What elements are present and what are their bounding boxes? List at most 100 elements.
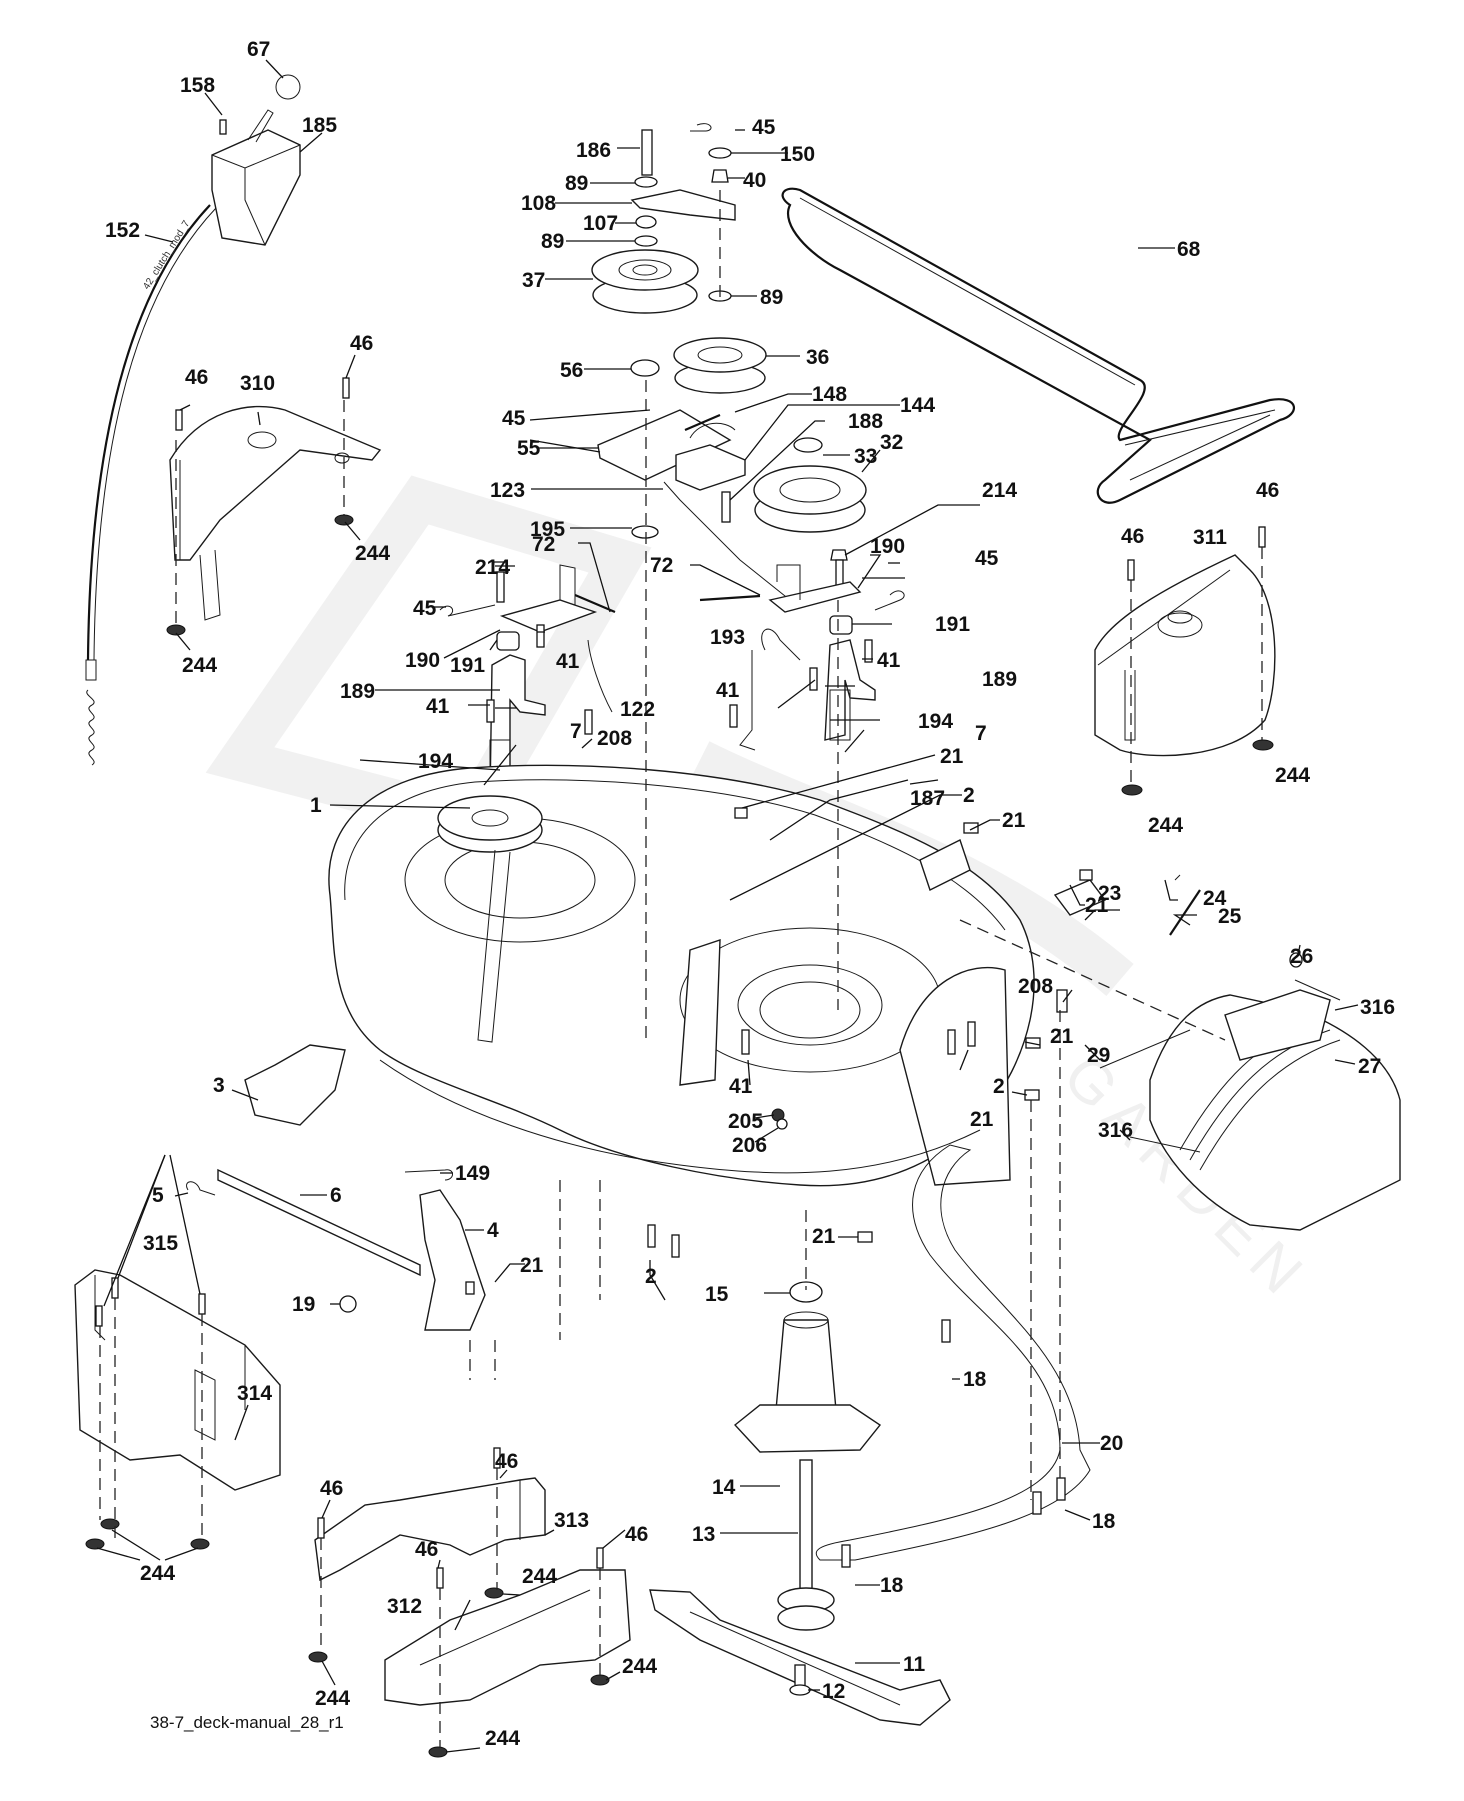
callout-26[interactable]: 26 (1290, 945, 1313, 968)
callout-14[interactable]: 14 (712, 1476, 736, 1499)
callout-41[interactable]: 41 (716, 679, 740, 702)
callout-185[interactable]: 185 (302, 114, 337, 137)
callout-190[interactable]: 190 (405, 649, 440, 672)
callout-208[interactable]: 208 (1018, 975, 1053, 998)
callout-19[interactable]: 19 (292, 1293, 315, 1316)
callout-315[interactable]: 315 (143, 1232, 178, 1255)
callout-244[interactable]: 244 (1148, 814, 1183, 837)
callout-2[interactable]: 2 (645, 1265, 657, 1288)
callout-189[interactable]: 189 (982, 668, 1017, 691)
callout-244[interactable]: 244 (622, 1655, 657, 1678)
callout-108[interactable]: 108 (521, 192, 556, 215)
callout-21[interactable]: 21 (812, 1225, 836, 1248)
callout-194[interactable]: 194 (418, 750, 453, 773)
callout-46[interactable]: 46 (1256, 479, 1279, 502)
callout-1[interactable]: 1 (310, 794, 322, 817)
callout-244[interactable]: 244 (522, 1565, 557, 1588)
callout-122[interactable]: 122 (620, 698, 655, 721)
callout-158[interactable]: 158 (180, 74, 215, 97)
callout-206[interactable]: 206 (732, 1134, 767, 1157)
callout-312[interactable]: 312 (387, 1595, 422, 1618)
callout-313[interactable]: 313 (554, 1509, 589, 1532)
callout-244[interactable]: 244 (1275, 764, 1310, 787)
callout-5[interactable]: 5 (152, 1184, 164, 1207)
callout-149[interactable]: 149 (455, 1162, 490, 1185)
callout-41[interactable]: 41 (877, 649, 901, 672)
callout-18[interactable]: 18 (1092, 1510, 1116, 1533)
callout-41[interactable]: 41 (426, 695, 450, 718)
callout-152[interactable]: 152 (105, 219, 140, 242)
callout-193[interactable]: 193 (710, 626, 745, 649)
callout-7[interactable]: 7 (570, 720, 582, 743)
callout-56[interactable]: 56 (560, 359, 583, 382)
callout-21[interactable]: 21 (940, 745, 964, 768)
callout-46[interactable]: 46 (320, 1477, 343, 1500)
callout-148[interactable]: 148 (812, 383, 847, 406)
callout-244[interactable]: 244 (315, 1687, 350, 1710)
callout-244[interactable]: 244 (485, 1727, 520, 1750)
callout-46[interactable]: 46 (350, 332, 373, 355)
callout-188[interactable]: 188 (848, 410, 883, 433)
callout-37[interactable]: 37 (522, 269, 545, 292)
callout-208[interactable]: 208 (597, 727, 632, 750)
callout-33[interactable]: 33 (854, 445, 877, 468)
callout-36[interactable]: 36 (806, 346, 829, 369)
callout-46[interactable]: 46 (415, 1538, 438, 1561)
callout-150[interactable]: 150 (780, 143, 815, 166)
callout-45[interactable]: 45 (752, 116, 776, 139)
callout-186[interactable]: 186 (576, 139, 611, 162)
callout-41[interactable]: 41 (729, 1075, 753, 1098)
callout-89[interactable]: 89 (541, 230, 564, 253)
callout-21[interactable]: 21 (1002, 809, 1026, 832)
callout-24[interactable]: 24 (1203, 887, 1227, 910)
callout-15[interactable]: 15 (705, 1283, 729, 1306)
callout-29[interactable]: 29 (1087, 1044, 1110, 1067)
callout-187[interactable]: 187 (910, 787, 945, 810)
callout-123[interactable]: 123 (490, 479, 525, 502)
callout-316[interactable]: 316 (1098, 1119, 1133, 1142)
callout-40[interactable]: 40 (743, 169, 766, 192)
callout-25[interactable]: 25 (1218, 905, 1242, 928)
callout-18[interactable]: 18 (880, 1574, 904, 1597)
callout-46[interactable]: 46 (495, 1450, 518, 1473)
callout-13[interactable]: 13 (692, 1523, 715, 1546)
callout-46[interactable]: 46 (1121, 525, 1144, 548)
callout-214[interactable]: 214 (475, 556, 510, 579)
callout-7[interactable]: 7 (975, 722, 987, 745)
callout-67[interactable]: 67 (247, 38, 270, 61)
callout-189[interactable]: 189 (340, 680, 375, 703)
callout-190[interactable]: 190 (870, 535, 905, 558)
callout-45[interactable]: 45 (502, 407, 526, 430)
callout-41[interactable]: 41 (556, 650, 580, 673)
callout-2[interactable]: 2 (963, 784, 975, 807)
callout-6[interactable]: 6 (330, 1184, 342, 1207)
callout-3[interactable]: 3 (213, 1074, 225, 1097)
callout-144[interactable]: 144 (900, 394, 935, 417)
callout-89[interactable]: 89 (760, 286, 783, 309)
callout-21[interactable]: 21 (1050, 1025, 1074, 1048)
callout-107[interactable]: 107 (583, 212, 618, 235)
callout-21[interactable]: 21 (1085, 894, 1109, 917)
callout-46[interactable]: 46 (625, 1523, 648, 1546)
callout-72[interactable]: 72 (650, 554, 673, 577)
callout-244[interactable]: 244 (355, 542, 390, 565)
callout-21[interactable]: 21 (970, 1108, 994, 1131)
callout-27[interactable]: 27 (1358, 1055, 1381, 1078)
callout-89[interactable]: 89 (565, 172, 588, 195)
callout-20[interactable]: 20 (1100, 1432, 1123, 1455)
callout-214[interactable]: 214 (982, 479, 1017, 502)
callout-46[interactable]: 46 (185, 366, 208, 389)
callout-55[interactable]: 55 (517, 437, 541, 460)
callout-68[interactable]: 68 (1177, 238, 1201, 261)
callout-72[interactable]: 72 (532, 533, 555, 556)
callout-2[interactable]: 2 (993, 1075, 1005, 1098)
callout-45[interactable]: 45 (975, 547, 999, 570)
callout-191[interactable]: 191 (935, 613, 970, 636)
callout-311[interactable]: 311 (1193, 526, 1227, 549)
callout-205[interactable]: 205 (728, 1110, 763, 1133)
callout-316[interactable]: 316 (1360, 996, 1395, 1019)
callout-310[interactable]: 310 (240, 372, 275, 395)
callout-23[interactable]: 23 (1098, 882, 1121, 905)
callout-195[interactable]: 195 (530, 518, 565, 541)
callout-244[interactable]: 244 (182, 654, 217, 677)
